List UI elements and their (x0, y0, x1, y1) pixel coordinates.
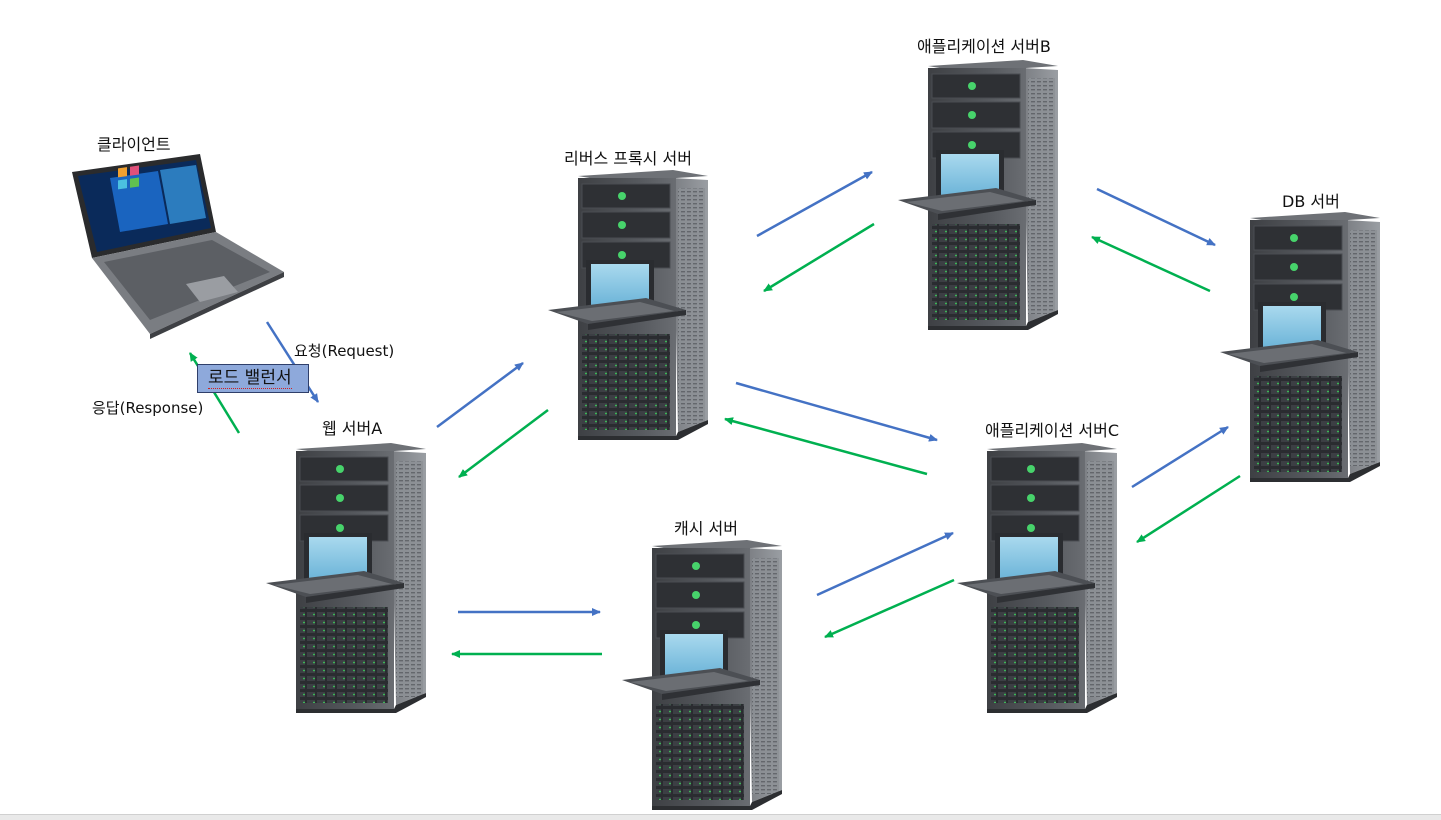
web-server-a-icon (265, 442, 427, 714)
arrow-client-to-web-a (265, 321, 320, 403)
arrow-proxy-to-app-b (756, 170, 873, 238)
cache-server-label: 캐시 서버 (674, 519, 738, 538)
db-server-label: DB 서버 (1282, 192, 1340, 211)
request-arrows (265, 170, 1229, 616)
arrow-app-c-to-proxy (724, 417, 928, 476)
response-label: 응답(Response) (92, 399, 204, 417)
app-server-c-icon (956, 442, 1118, 714)
request-label: 요청(Request) (294, 342, 395, 360)
arrow-proxy-to-web-a (458, 409, 549, 478)
arrow-db-to-app-c (1136, 474, 1241, 544)
response-arrows (188, 222, 1241, 658)
load-balancer-box: 로드 밸런서 (197, 364, 309, 393)
cache-server-icon (621, 539, 783, 811)
arrow-app-c-to-cache (824, 578, 955, 639)
arrow-proxy-to-app-c (735, 381, 938, 442)
db-server-icon (1219, 211, 1381, 483)
bottom-scrollbar[interactable] (0, 814, 1441, 820)
web-server-a-label: 웹 서버A (322, 419, 383, 438)
client-label: 클라이언트 (97, 135, 171, 154)
arrow-web-a-to-proxy (436, 361, 524, 429)
laptop-icon (72, 154, 284, 339)
arrow-app-b-to-db (1096, 187, 1216, 247)
load-balancer-label: 로드 밸런서 (208, 368, 292, 389)
arrow-app-c-to-db (1131, 425, 1229, 489)
arrow-cache-to-app-c (816, 531, 954, 597)
reverse-proxy-label: 리버스 프록시 서버 (564, 149, 692, 168)
arrow-db-to-app-b (1091, 235, 1211, 293)
reverse-proxy-server-icon (547, 169, 709, 441)
app-server-b-label: 애플리케이션 서버B (917, 37, 1051, 56)
arrow-app-b-to-proxy (763, 222, 875, 293)
app-server-c-label: 애플리케이션 서버C (985, 421, 1120, 440)
app-server-b-icon (897, 59, 1059, 331)
